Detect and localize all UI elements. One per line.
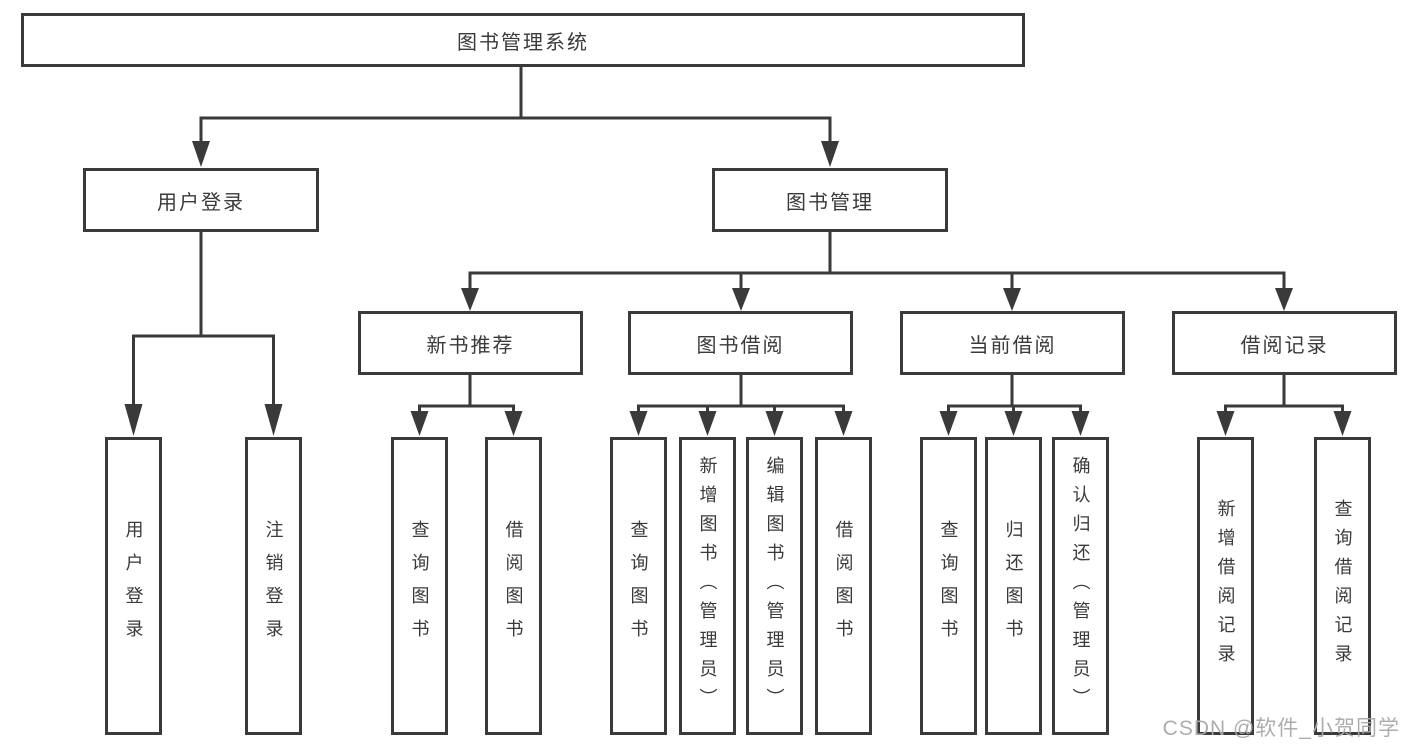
watermark: CSDN @软件_小贺同学 — [1162, 717, 1400, 740]
leaf-return-books: 归还图书 — [985, 437, 1042, 735]
leaf-query-borrow-record: 查询借阅记录 — [1314, 437, 1371, 735]
leaf-query-books-3-label: 查询图书 — [938, 520, 959, 652]
node-book-management-label: 图书管理 — [786, 191, 874, 214]
leaf-query-books-1-label: 查询图书 — [409, 520, 430, 652]
node-borrow-records-label: 借阅记录 — [1240, 334, 1329, 357]
leaf-confirm-return-admin-label: 确认归还（管理员） — [1070, 455, 1091, 717]
node-current-borrow: 当前借阅 — [900, 311, 1125, 375]
leaf-borrow-books-1-label: 借阅图书 — [503, 520, 524, 652]
leaf-query-books-2: 查询图书 — [610, 437, 667, 735]
leaf-user-login: 用户登录 — [105, 437, 162, 735]
node-book-management: 图书管理 — [712, 168, 948, 232]
node-book-borrow: 图书借阅 — [628, 311, 853, 375]
node-root-label: 图书管理系统 — [457, 31, 589, 54]
node-user-login: 用户登录 — [83, 168, 319, 232]
leaf-query-borrow-record-label: 查询借阅记录 — [1332, 499, 1353, 673]
node-borrow-records: 借阅记录 — [1172, 311, 1397, 375]
leaf-borrow-books-2-label: 借阅图书 — [833, 520, 854, 652]
leaf-add-borrow-record: 新增借阅记录 — [1197, 437, 1254, 735]
leaf-logout: 注销登录 — [245, 437, 302, 735]
leaf-edit-books-admin-label: 编辑图书（管理员） — [764, 455, 785, 717]
node-new-book-recommend: 新书推荐 — [358, 311, 583, 375]
leaf-add-books-admin-label: 新增图书（管理员） — [697, 455, 718, 717]
node-book-borrow-label: 图书借阅 — [696, 334, 785, 357]
leaf-query-books-3: 查询图书 — [920, 437, 977, 735]
leaf-query-books-2-label: 查询图书 — [628, 520, 649, 652]
node-user-login-label: 用户登录 — [157, 191, 245, 214]
node-current-borrow-label: 当前借阅 — [968, 334, 1057, 357]
leaf-add-borrow-record-label: 新增借阅记录 — [1215, 499, 1236, 673]
node-new-book-recommend-label: 新书推荐 — [426, 334, 515, 357]
leaf-add-books-admin: 新增图书（管理员） — [679, 437, 736, 735]
leaf-user-login-label: 用户登录 — [123, 520, 144, 652]
leaf-edit-books-admin: 编辑图书（管理员） — [746, 437, 803, 735]
leaf-return-books-label: 归还图书 — [1003, 520, 1024, 652]
node-root: 图书管理系统 — [21, 13, 1025, 67]
leaf-logout-label: 注销登录 — [263, 520, 284, 652]
leaf-query-books-1: 查询图书 — [391, 437, 448, 735]
leaf-borrow-books-2: 借阅图书 — [815, 437, 872, 735]
leaf-borrow-books-1: 借阅图书 — [485, 437, 542, 735]
leaf-confirm-return-admin: 确认归还（管理员） — [1052, 437, 1109, 735]
